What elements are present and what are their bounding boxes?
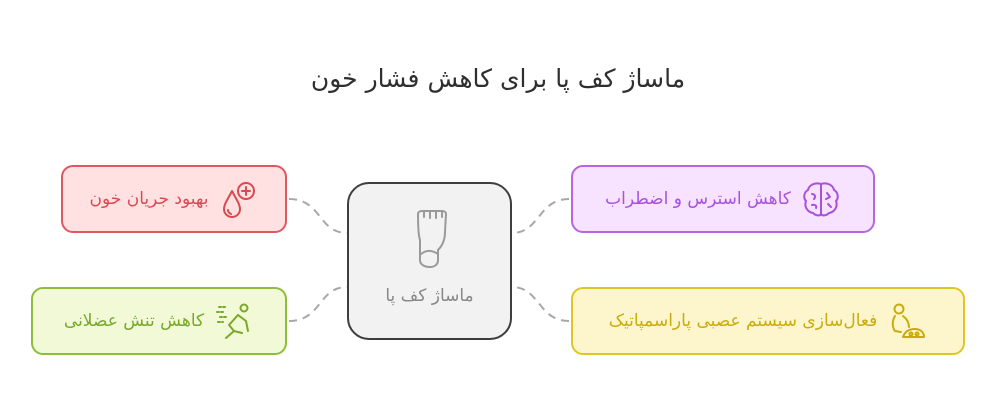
foot-icon [417, 210, 447, 268]
node-blood-flow: بهبود جریان خون [61, 165, 287, 233]
connector-blood-flow [288, 198, 348, 234]
node-parasympathetic-label: فعال‌سازی سیستم عصبی پاراسمپاتیک [608, 311, 878, 331]
blood-drop-plus-icon [223, 182, 256, 218]
diagram-title: ماساژ کف پا برای کاهش فشار خون [310, 64, 686, 93]
node-muscle-tension: کاهش تنش عضلانی [31, 287, 287, 355]
meditation-person-icon [891, 303, 926, 338]
node-stress-anxiety-label: کاهش استرس و اضطراب [605, 189, 791, 209]
connector-parasympathetic [511, 286, 570, 322]
node-blood-flow-label: بهبود جریان خون [89, 189, 209, 209]
connector-muscle-tension [288, 286, 348, 322]
node-muscle-tension-label: کاهش تنش عضلانی [63, 311, 205, 331]
stretching-person-icon [216, 303, 250, 339]
center-label: ماساژ کف پا [385, 286, 474, 306]
brain-icon [803, 182, 839, 217]
node-stress-anxiety: کاهش استرس و اضطراب [571, 165, 875, 233]
node-parasympathetic: فعال‌سازی سیستم عصبی پاراسمپاتیک [571, 287, 965, 355]
connector-stress-anxiety [511, 198, 570, 234]
center-node: ماساژ کف پا [347, 182, 512, 340]
